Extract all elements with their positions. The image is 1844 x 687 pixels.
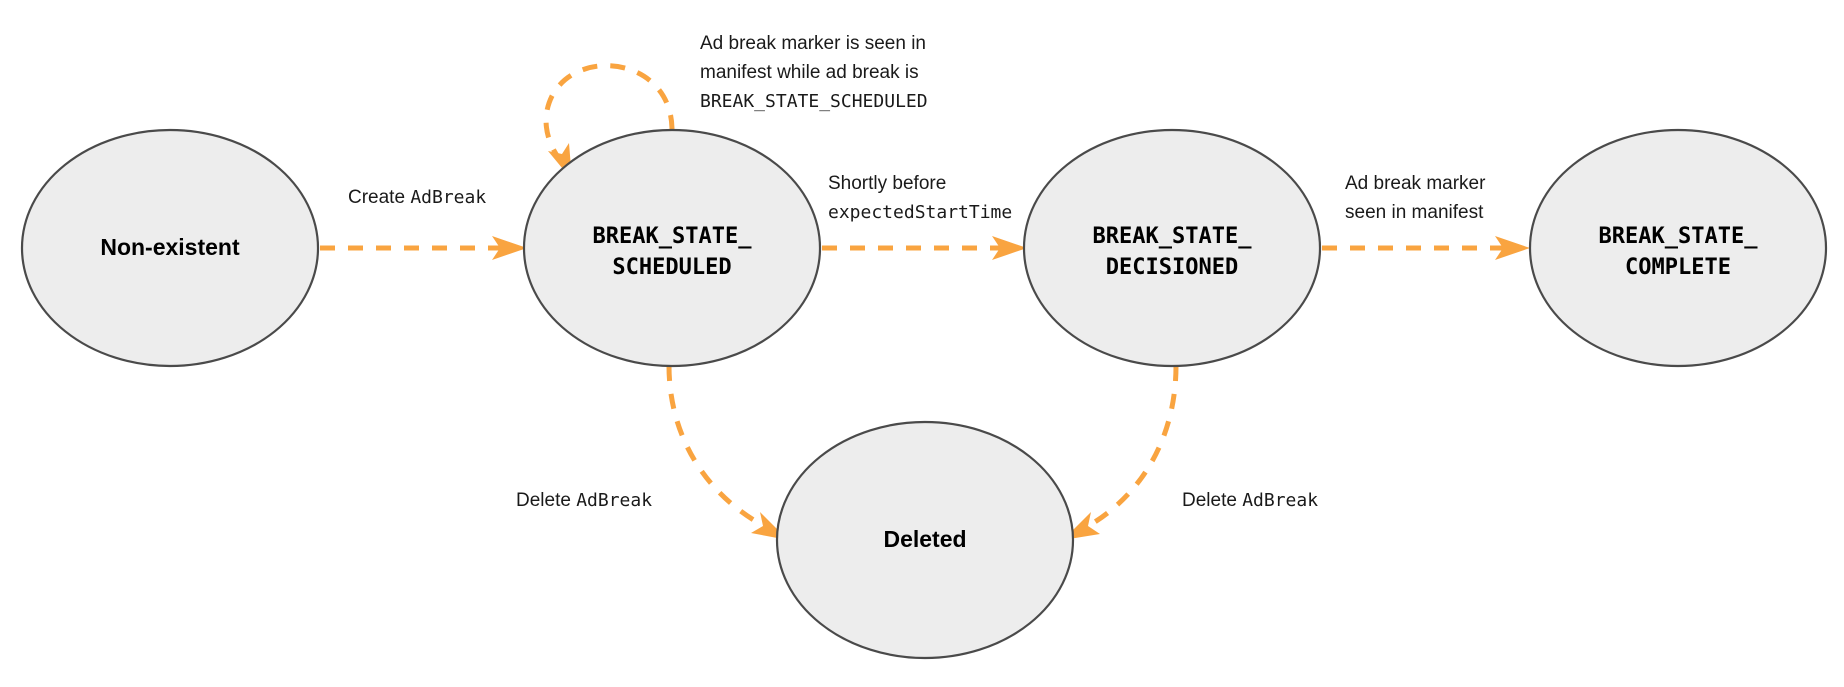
edge-label-marker-seen-line2: seen in manifest	[1345, 202, 1484, 223]
node-non-existent-shape	[20, 128, 320, 368]
edge-create-adbreak[interactable]	[320, 236, 527, 260]
edge-label-create-adbreak: Create AdBreak	[348, 187, 486, 208]
edge-shortly-before-arrowhead	[992, 236, 1027, 260]
node-break-state-scheduled-shape	[522, 128, 822, 368]
edge-marker-seen-self-loop-path	[543, 63, 675, 162]
edges-layer	[320, 63, 1530, 540]
edge-delete-from-scheduled[interactable]	[666, 365, 788, 540]
node-break-state-decisioned-shape	[1022, 128, 1322, 368]
edge-label-delete-from-decisioned: Delete AdBreak	[1182, 490, 1318, 511]
edge-delete-from-decisioned-path	[1088, 365, 1179, 528]
node-deleted[interactable]: Deleted	[775, 420, 1075, 660]
node-non-existent[interactable]: Non-existent	[20, 128, 320, 368]
edge-delete-from-scheduled-path	[666, 365, 764, 528]
edge-create-adbreak-arrowhead	[492, 236, 527, 260]
node-non-existent-label: Non-existent	[100, 234, 240, 260]
edge-shortly-before[interactable]	[822, 236, 1027, 260]
node-break-state-complete-label-line2: COMPLETE	[1625, 255, 1731, 280]
node-break-state-decisioned-label-line2: DECISIONED	[1106, 255, 1238, 280]
edge-labels-layer: Create AdBreak Ad break marker is seen i…	[348, 33, 1486, 511]
node-break-state-scheduled[interactable]: BREAK_STATE_ SCHEDULED	[522, 128, 822, 368]
edge-label-shortly-before-line1: Shortly before	[828, 173, 946, 194]
edge-delete-from-decisioned[interactable]	[1063, 365, 1179, 540]
node-break-state-decisioned-label-line1: BREAK_STATE_	[1093, 224, 1253, 249]
node-break-state-scheduled-label-line2: SCHEDULED	[612, 255, 731, 280]
edge-marker-seen-manifest[interactable]	[1322, 236, 1530, 260]
node-break-state-complete-label-line1: BREAK_STATE_	[1599, 224, 1759, 249]
node-deleted-label: Deleted	[883, 526, 966, 552]
edge-label-delete-from-scheduled: Delete AdBreak	[516, 490, 652, 511]
nodes-layer: Non-existent BREAK_STATE_ SCHEDULED BREA…	[20, 128, 1828, 660]
node-deleted-shape	[775, 420, 1075, 660]
edge-label-self-loop-line2: manifest while ad break is	[700, 62, 919, 83]
edge-marker-seen-manifest-arrowhead	[1495, 236, 1530, 260]
edge-label-shortly-before-line2: expectedStartTime	[828, 202, 1012, 223]
node-break-state-scheduled-label-line1: BREAK_STATE_	[593, 224, 753, 249]
edge-label-self-loop-line3: BREAK_STATE_SCHEDULED	[700, 91, 928, 112]
node-break-state-complete-shape	[1528, 128, 1828, 368]
edge-label-self-loop-line1: Ad break marker is seen in	[700, 33, 926, 54]
node-break-state-decisioned[interactable]: BREAK_STATE_ DECISIONED	[1022, 128, 1322, 368]
edge-label-marker-seen-line1: Ad break marker	[1345, 173, 1486, 194]
node-break-state-complete[interactable]: BREAK_STATE_ COMPLETE	[1528, 128, 1828, 368]
